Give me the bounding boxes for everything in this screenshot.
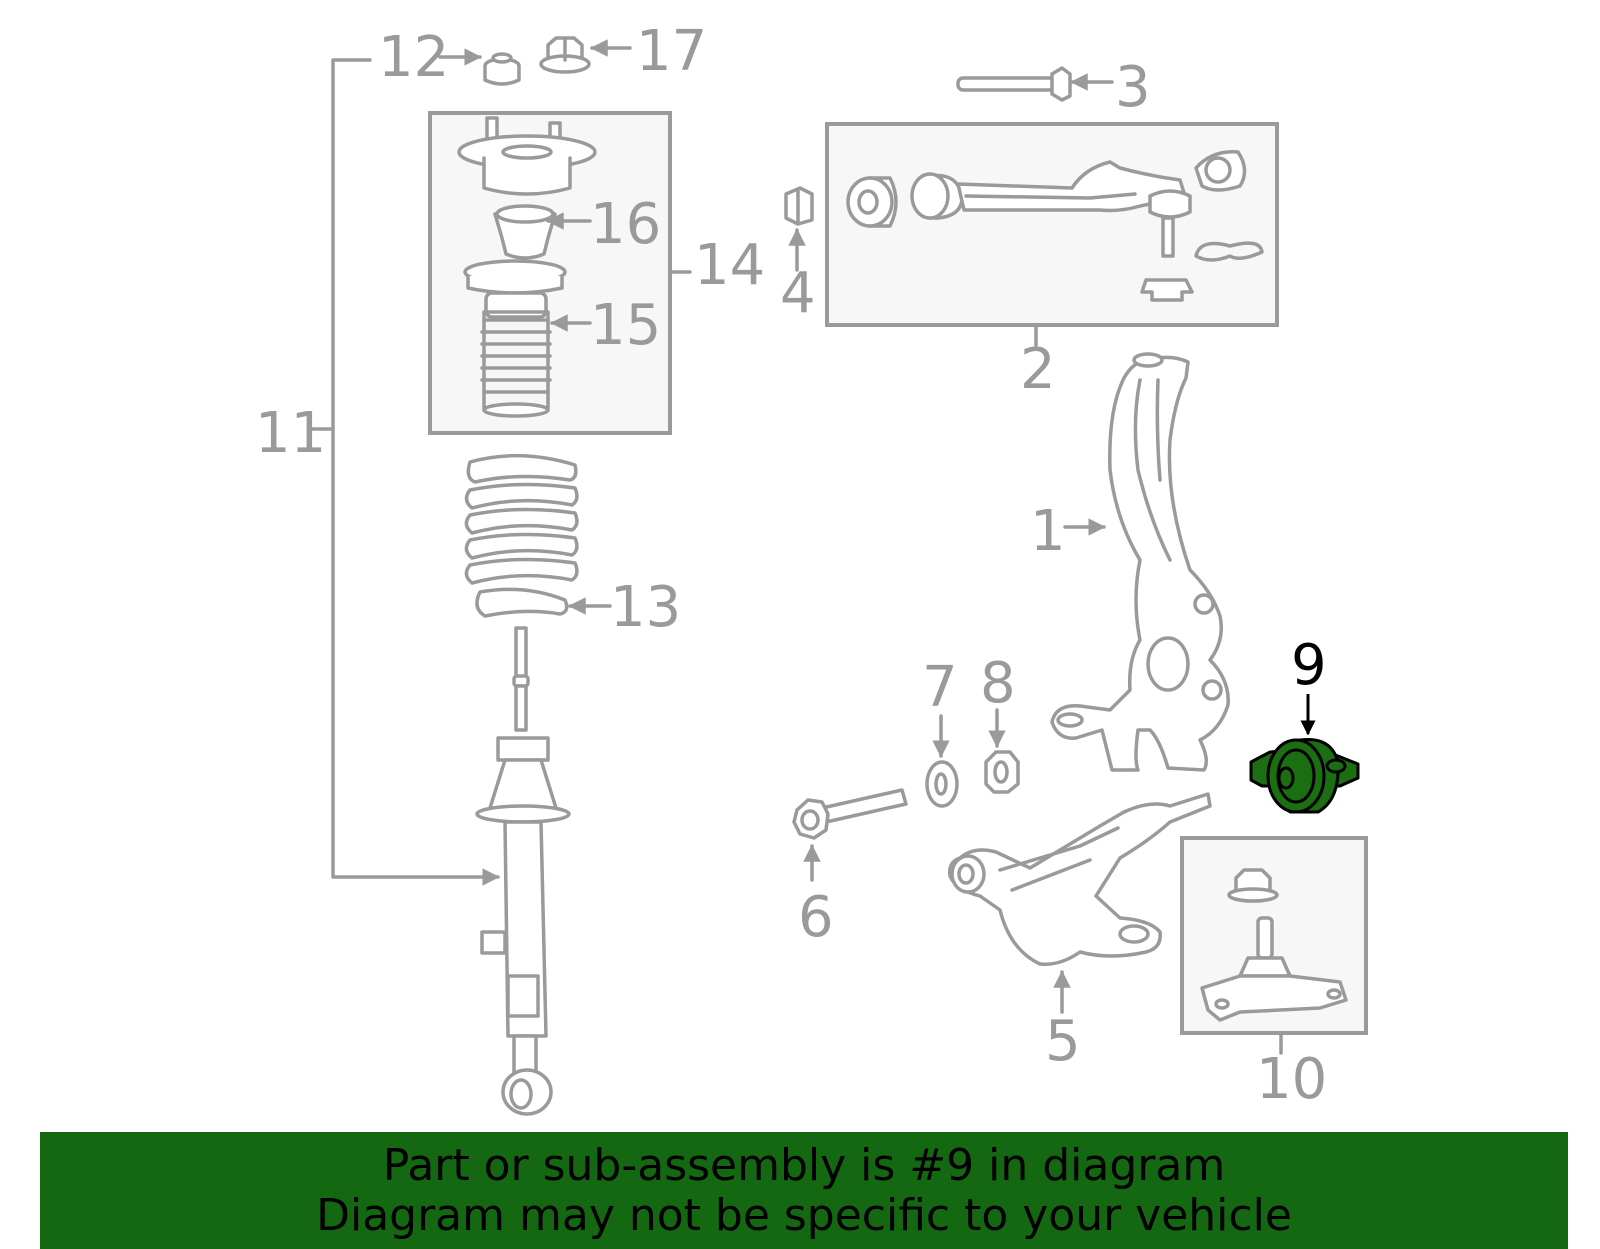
part-5-lower-control-arm[interactable] xyxy=(947,792,1212,966)
strut-assembly-bracket xyxy=(308,58,500,886)
part-16-bump-stop[interactable] xyxy=(493,204,557,260)
part-2-upper-arm-box xyxy=(825,122,1279,327)
ball-joint[interactable] xyxy=(1200,868,1348,1022)
part-13-coil-spring[interactable] xyxy=(464,453,579,618)
banner-line-2: Diagram may not be specific to your vehi… xyxy=(316,1189,1292,1241)
callout-11[interactable]: 11 xyxy=(255,401,326,466)
shock-absorber[interactable] xyxy=(475,626,571,1116)
part-4-nut[interactable] xyxy=(784,186,814,226)
part-3-bolt[interactable] xyxy=(956,66,1072,102)
part-17-nut[interactable] xyxy=(539,36,591,74)
part-15-dust-boot[interactable] xyxy=(463,259,567,418)
callout-17[interactable]: 17 xyxy=(636,19,707,84)
callout-15[interactable]: 15 xyxy=(590,293,661,358)
callout-7[interactable]: 7 xyxy=(922,655,958,720)
callout-2[interactable]: 2 xyxy=(1020,337,1056,402)
callout-6[interactable]: 6 xyxy=(798,885,834,950)
part-7-washer[interactable] xyxy=(925,760,959,808)
callout-13[interactable]: 13 xyxy=(610,575,681,640)
callout-16[interactable]: 16 xyxy=(590,192,661,257)
callout-8[interactable]: 8 xyxy=(980,651,1016,716)
part-8-nut[interactable] xyxy=(984,750,1020,794)
callout-1[interactable]: 1 xyxy=(1030,499,1066,564)
callout-4[interactable]: 4 xyxy=(780,261,816,326)
callout-9[interactable]: 9 xyxy=(1291,633,1327,698)
upper-control-arm[interactable] xyxy=(846,150,1264,302)
part-6-cam-bolt[interactable] xyxy=(792,788,908,840)
part-9-bushing-highlighted[interactable] xyxy=(1249,738,1360,814)
upper-mount[interactable] xyxy=(457,116,597,196)
callout-10[interactable]: 10 xyxy=(1256,1047,1327,1112)
callout-12[interactable]: 12 xyxy=(378,25,449,90)
callout-14[interactable]: 14 xyxy=(694,233,765,298)
part-12-seat[interactable] xyxy=(483,52,521,86)
callout-3[interactable]: 3 xyxy=(1115,55,1151,120)
part-1-steering-knuckle[interactable] xyxy=(1050,352,1230,772)
banner-line-1: Part or sub-assembly is #9 in diagram xyxy=(382,1139,1226,1191)
callout-5[interactable]: 5 xyxy=(1045,1009,1081,1074)
info-banner: Part or sub-assembly is #9 in diagram Di… xyxy=(40,1132,1568,1249)
